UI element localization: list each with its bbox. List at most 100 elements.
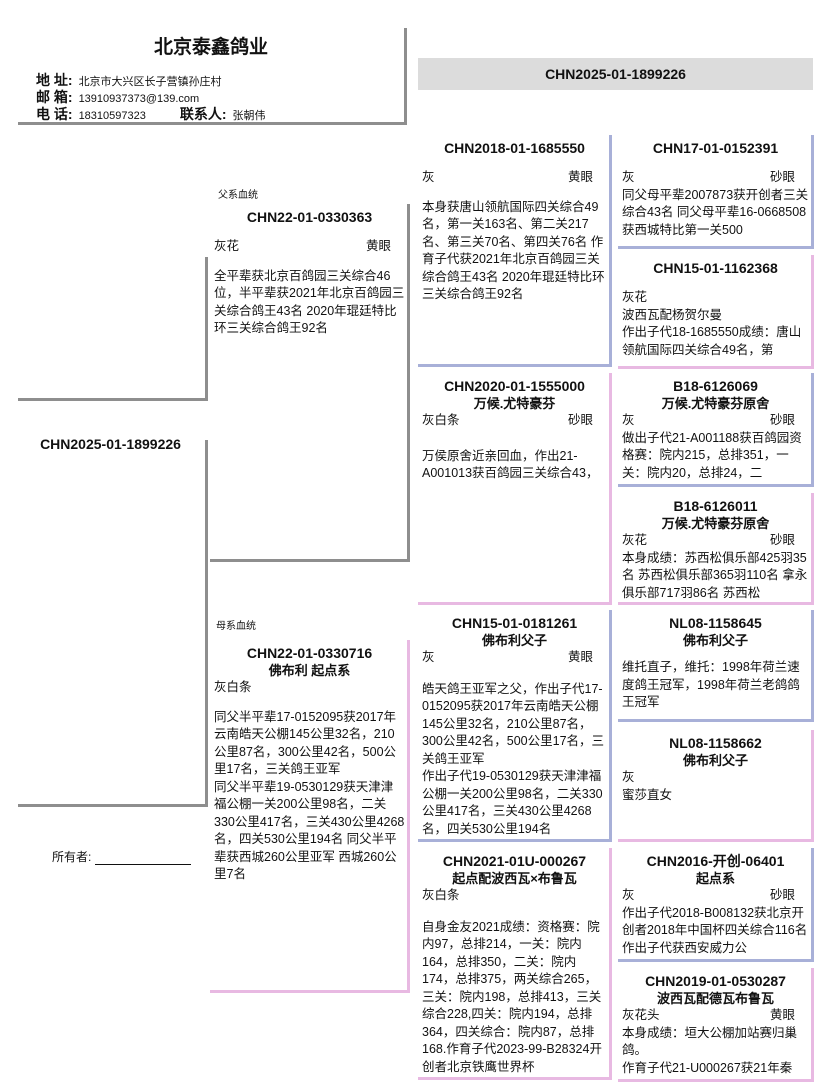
sire-bracket-horizontal xyxy=(18,398,208,401)
color-eye-row: 灰 黄眼 xyxy=(422,169,607,187)
feather-color: 灰 xyxy=(622,413,635,427)
pedigree-card-sss: CHN17-01-0152391 灰 砂眼同父母平辈2007873获开创者三关综合4… xyxy=(618,135,814,249)
pedigree-notes: 自身金友2021成绩：资格赛：院内97，总排214，一关：院内164，总排350… xyxy=(422,919,602,1074)
email-value: 13910937373@139.com xyxy=(78,93,200,105)
address-row: 地 址: 北京市大兴区长子营镇孙庄村 xyxy=(36,70,222,90)
breeder-header: 北京泰鑫鸽业 地 址: 北京市大兴区长子营镇孙庄村 邮 箱: 139109373… xyxy=(18,28,407,125)
pedigree-notes: 全平辈获北京百鸽园三关综合46位，半平辈获2021年北京百鸽园三关综合鸽王43名… xyxy=(214,268,405,336)
ring-number: CHN2021-01U-000267 xyxy=(442,853,587,869)
ring-number: CHN22-01-0330716 xyxy=(246,645,373,661)
color-eye-row: 灰白条 xyxy=(214,679,405,697)
color-eye-row: 灰花 黄眼 xyxy=(214,238,405,256)
pedigree-card-sds: B18-6126069 万候.尤特豪芬原舍灰砂眼做出子代21-A001188获百鸽… xyxy=(618,373,814,487)
sire-bracket-vertical xyxy=(205,257,208,401)
pedigree-card-ss: CHN2018-01-1685550 灰 黄眼本身获唐山领航国际四关综合49名，第一… xyxy=(418,135,612,367)
strain: 万候.尤特豪芬 xyxy=(473,396,556,411)
pedigree-notes: 同父半平辈17-0152095获2017年云南皓天公棚145公里32名，210公… xyxy=(214,709,405,882)
pedigree-card-dds: CHN2016-开创-06401 起点系灰 砂眼作出子代2018-B008132获北… xyxy=(618,848,814,962)
ring-number: CHN2020-01-1555000 xyxy=(444,378,585,394)
strain: 佛布利父子 xyxy=(682,633,748,648)
pedigree-notes: 维托直子，维托：1998年荷兰速度鸽王冠军，1998年荷兰老鸽鸽王冠军 xyxy=(622,660,800,709)
strain: 起点系 xyxy=(695,871,735,886)
strain: 起点配波西瓦×布鲁瓦 xyxy=(452,871,577,886)
owner-field: 所有者: xyxy=(52,848,192,865)
ring-number: CHN2018-01-1685550 xyxy=(444,140,585,156)
pedigree-card-ds: CHN15-01-0181261 佛布利父子灰 黄眼皓天鸽王亚军之父，作出子代17-… xyxy=(418,610,612,842)
contact-label: 联系人: xyxy=(179,106,227,122)
ring-number: B18-6126069 xyxy=(673,378,758,394)
feather-color: 灰白条 xyxy=(422,888,460,902)
dam-bracket-horizontal xyxy=(18,804,208,807)
feather-color: 灰花 xyxy=(622,533,648,547)
email-row: 邮 箱: 13910937373@139.com xyxy=(36,87,199,107)
feather-color: 灰花头 xyxy=(622,1008,660,1022)
pedigree-notes: 本身成绩：苏西松俱乐部425羽35名 苏西松俱乐部365羽110名 拿永俱乐部7… xyxy=(622,550,808,600)
strain: 佛布利父子 xyxy=(481,633,547,648)
pedigree-notes: 本身成绩：垣大公棚加站赛归巢鸽。 作育子代21-U000267获21年秦 xyxy=(622,1025,798,1075)
pedigree-card-sd: CHN2020-01-1555000 万候.尤特豪芬灰白条 砂眼万侯原舍近亲回血，作… xyxy=(418,373,612,605)
eye-type: 黄眼 xyxy=(567,650,593,664)
feather-color: 灰花 xyxy=(214,239,240,253)
contact-value: 张朝伟 xyxy=(232,110,266,122)
strain: 波西瓦配德瓦布鲁瓦 xyxy=(656,991,774,1006)
eye-type: 砂眼 xyxy=(769,888,795,902)
ring-number: CHN22-01-0330363 xyxy=(246,209,373,225)
feather-color: 灰 xyxy=(622,770,635,784)
ring-number: NL08-1158645 xyxy=(669,615,762,631)
ring-number: B18-6126011 xyxy=(673,498,758,514)
pedigree-notes: 本身获唐山领航国际四关综合49名，第一关163名、第二关217名、第三关70名、… xyxy=(422,199,605,302)
eye-type: 黄眼 xyxy=(769,1008,795,1022)
color-eye-row: 灰 砂眼 xyxy=(622,169,809,187)
feather-color: 灰花 xyxy=(622,290,648,304)
dam-section-label: 母系血统 xyxy=(216,621,256,632)
ring-number: CHN2016-开创-06401 xyxy=(646,853,785,869)
strain: 万候.尤特豪芬原舍 xyxy=(661,516,770,531)
eye-type: 砂眼 xyxy=(769,170,795,184)
dam-bracket-vertical xyxy=(205,440,208,807)
pedigree-notes: 蜜莎直女 xyxy=(622,787,673,802)
eye-type: 砂眼 xyxy=(567,413,593,427)
eye-type: 黄眼 xyxy=(567,170,593,184)
color-eye-row: 灰砂眼 xyxy=(622,412,809,430)
color-eye-row: 灰 砂眼 xyxy=(622,887,809,905)
owner-label: 所有者: xyxy=(52,850,92,864)
eye-type: 黄眼 xyxy=(365,239,391,253)
pedigree-card-sire: CHN22-01-0330363 灰花 黄眼全平辈获北京百鸽园三关综合46位，半平辈… xyxy=(210,204,410,562)
color-eye-row: 灰白条 xyxy=(422,887,607,905)
feather-color: 灰 xyxy=(622,888,635,902)
ring-number: NL08-1158662 xyxy=(669,735,762,751)
color-eye-row: 灰 黄眼 xyxy=(422,649,607,667)
ring-number: CHN2019-01-0530287 xyxy=(645,973,786,989)
color-eye-row: 灰 xyxy=(622,769,809,787)
pedigree-notes: 做出子代21-A001188获百鸽园资格赛：院内215，总排351，一关：院内2… xyxy=(622,430,802,480)
pedigree-card-dss: NL08-1158645 佛布利父子维托直子，维托：1998年荷兰速度鸽王冠军，1… xyxy=(618,610,814,722)
pigeon-ring-banner: CHN2025-01-1899226 xyxy=(418,58,813,90)
strain: 佛布利 起点系 xyxy=(268,663,351,678)
color-eye-row: 灰花 xyxy=(622,289,809,307)
feather-color: 灰白条 xyxy=(422,413,460,427)
feather-color: 灰 xyxy=(622,170,635,184)
pedigree-card-ddd: CHN2019-01-0530287 波西瓦配德瓦布鲁瓦灰花头 黄眼本身成绩：垣大公… xyxy=(618,968,814,1082)
email-label: 邮 箱: xyxy=(36,89,73,105)
color-eye-row: 灰花头 黄眼 xyxy=(622,1007,809,1025)
ring-number: CHN17-01-0152391 xyxy=(652,140,779,156)
pedigree-card-dd: CHN2021-01U-000267 起点配波西瓦×布鲁瓦灰白条自身金友2021成… xyxy=(418,848,612,1080)
owner-blank-line xyxy=(95,852,192,865)
color-eye-row: 灰白条 砂眼 xyxy=(422,412,607,430)
strain: 佛布利父子 xyxy=(682,753,748,768)
feather-color: 灰 xyxy=(422,170,435,184)
pedigree-notes: 同父母平辈2007873获开创者三关综合43名 同父母平辈16-0668508获… xyxy=(622,187,809,237)
feather-color: 灰 xyxy=(422,650,435,664)
pedigree-notes: 皓天鸽王亚军之父，作出子代17-0152095获2017年云南皓天公棚145公里… xyxy=(422,681,605,836)
pedigree-card-dam: CHN22-01-0330716 佛布利 起点系灰白条同父半平辈17-015209… xyxy=(210,640,410,993)
strain: 万候.尤特豪芬原舍 xyxy=(661,396,770,411)
pedigree-notes: 万侯原舍近亲回血，作出21-A001013获百鸽园三关综合43， xyxy=(422,448,599,481)
feather-color: 灰白条 xyxy=(214,680,252,694)
ring-number: CHN15-01-1162368 xyxy=(653,260,778,276)
address-label: 地 址: xyxy=(36,72,73,88)
pedigree-notes: 作出子代2018-B008132获北京开创者2018年中国杯四关综合116名 作… xyxy=(622,905,808,955)
ring-number: CHN15-01-0181261 xyxy=(451,615,578,631)
phone-label: 电 话: xyxy=(36,106,73,122)
